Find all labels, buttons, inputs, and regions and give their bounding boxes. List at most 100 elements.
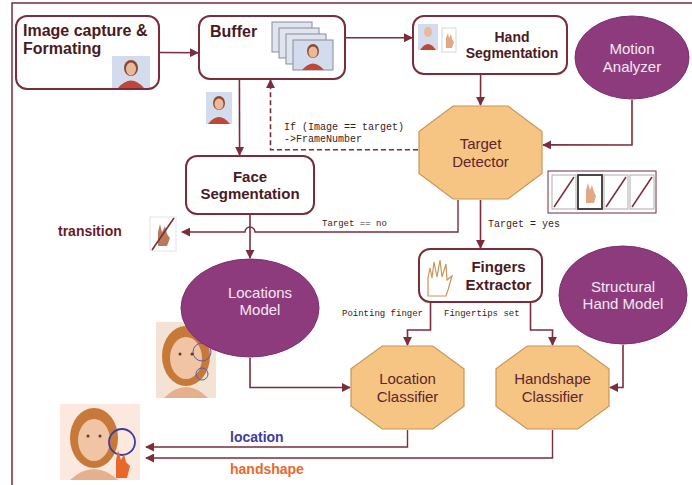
frame-strip-part (554, 177, 574, 207)
output-picture-part (70, 408, 118, 468)
dashed-connector (271, 80, 419, 150)
transition-leader (182, 200, 458, 232)
edge-label: If (Image == target) ->FrameNumber (282, 122, 418, 146)
free-label: location (228, 429, 286, 445)
segmentation-thumbnails-part (420, 44, 436, 50)
frame-stack-part (302, 64, 324, 71)
face-thumbnail-part (124, 60, 138, 76)
flow-arrow (160, 52, 198, 54)
node-text: Location Classifier (360, 370, 455, 405)
node-text: Handshape Classifier (505, 370, 600, 405)
flow-arrow (543, 100, 632, 145)
flow-arrow (610, 345, 623, 388)
process-box: Fingers Extractor (418, 248, 543, 303)
process-box: Face Segmentation (185, 155, 315, 215)
face-thumbnail (206, 92, 232, 124)
face-thumbnail-part (215, 99, 224, 110)
classifier-octagon: Target Detector (418, 105, 543, 200)
face-picture-part (164, 387, 208, 398)
face-thumbnail-part (126, 63, 136, 76)
frame-stack (272, 22, 333, 70)
free-label: Target == no (320, 219, 389, 229)
output-arrows-part (146, 430, 408, 447)
output-arrows-part (146, 430, 553, 458)
segmentation-thumbnails-part (442, 28, 456, 52)
classifier-octagon-fill (419, 106, 542, 199)
classifier-octagon: Handshape Classifier (495, 345, 610, 430)
node-text: Image capture & Formating (23, 22, 152, 59)
face-thumbnail-part (206, 92, 232, 124)
model-ellipse: Locations Model (180, 258, 320, 358)
flow-arrow (480, 200, 482, 248)
frame-strip (548, 171, 656, 213)
flow-arrow (239, 80, 241, 155)
classifier-octagon: Location Classifier (350, 345, 465, 430)
model-ellipse: Motion Analyzer (574, 15, 690, 100)
frame-strip-part (552, 175, 576, 209)
face-picture-part (179, 353, 182, 356)
free-label: handshape (228, 461, 306, 477)
output-picture-part (60, 404, 140, 480)
model-ellipse-fill (575, 16, 689, 99)
output-picture-part (70, 469, 118, 480)
node-text: Structural Hand Model (576, 278, 670, 313)
face-thumbnail-part (112, 56, 150, 88)
output-arrows (146, 430, 553, 458)
frame-stack-part (307, 44, 319, 58)
edge-label: Target = yes (486, 219, 562, 231)
frame-strip-part (548, 171, 656, 213)
output-picture-part (116, 450, 130, 478)
node-text: Locations Model (214, 284, 306, 319)
frame-stack-part (293, 40, 333, 70)
process-box: Image capture & Formating (15, 15, 160, 90)
face-thumbnail (112, 56, 150, 88)
frame-strip-part (586, 183, 596, 203)
frame-stack-part (309, 47, 318, 58)
output-picture-part (78, 419, 110, 461)
frame-strip-part (630, 175, 654, 209)
node-text: Motion Analyzer (588, 40, 676, 75)
process-box: Buffer (198, 15, 346, 80)
process-box: Hand Segmentation (412, 15, 568, 75)
flow-arrow (480, 75, 482, 105)
output-picture-part (99, 435, 102, 438)
segmentation-thumbnails-part (424, 27, 432, 37)
output-picture-part (87, 435, 90, 438)
classifier-octagon-fill (496, 346, 609, 429)
flow-arrow (249, 215, 251, 258)
face-picture-part (191, 353, 194, 356)
output-picture-part (109, 429, 135, 455)
frame-strip-part (578, 175, 602, 209)
face-picture-part (170, 337, 202, 379)
output-picture (60, 404, 140, 480)
transition-leader-part (182, 200, 458, 232)
edge-label: Pointing finger (340, 309, 424, 320)
face-thumbnail-part (118, 81, 144, 89)
flow-arrow (346, 37, 412, 39)
frame-strip-part (606, 177, 626, 207)
frame-strip-part (604, 175, 628, 209)
model-ellipse-fill (559, 246, 687, 344)
node-text: Face Segmentation (195, 168, 305, 203)
segmentation-thumbnails-part (418, 24, 438, 50)
node-text: Hand Segmentation (462, 29, 562, 61)
frame-line-part (12, 3, 692, 485)
hand-outline-part (428, 260, 452, 296)
face-picture-part (196, 368, 208, 380)
transition-icon-part (152, 218, 174, 250)
transition-icon (150, 217, 176, 251)
node-text: Target Detector (430, 135, 531, 170)
flow-arrow (531, 303, 553, 345)
model-ellipse-fill (181, 259, 319, 357)
face-thumbnail-part (208, 117, 230, 124)
frame-line (12, 3, 692, 485)
free-label: transition (56, 223, 124, 239)
classifier-octagon-fill (351, 346, 464, 429)
hand-outline (428, 260, 452, 296)
face-thumbnail-part (213, 96, 225, 110)
model-ellipse: Structural Hand Model (558, 245, 688, 345)
segmentation-thumbnails-part (446, 33, 454, 48)
node-text: Fingers Extractor (460, 258, 537, 293)
edge-label: Fingertips set (442, 309, 522, 320)
